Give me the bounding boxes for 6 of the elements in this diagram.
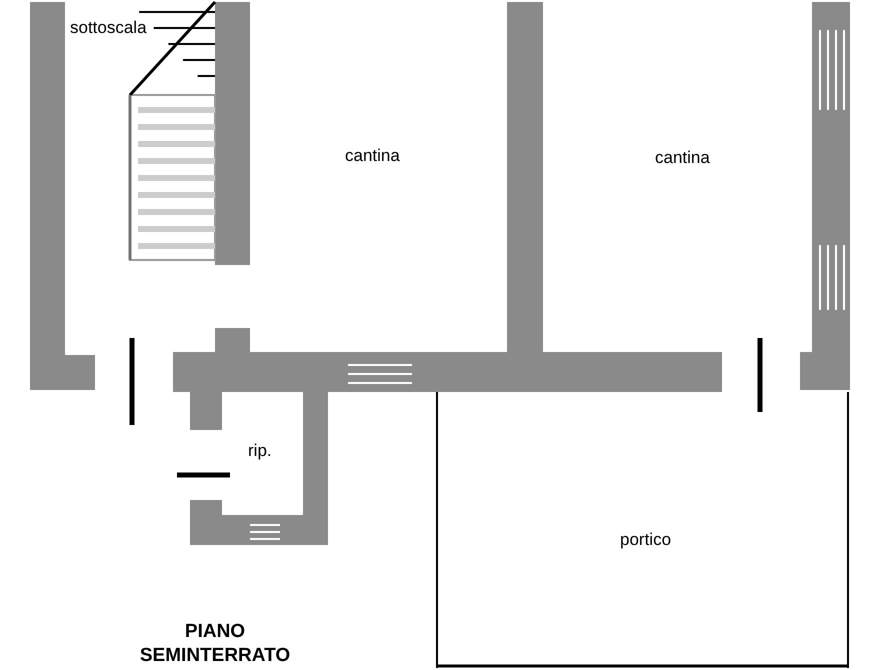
room-label: cantina bbox=[345, 146, 400, 166]
plan-title: PIANO SEMINTERRATO bbox=[138, 620, 292, 668]
room-label: sottoscala bbox=[70, 18, 147, 38]
room-label: rip. bbox=[248, 441, 272, 461]
room-label: portico bbox=[620, 530, 672, 550]
room-label: cantina bbox=[655, 148, 710, 168]
